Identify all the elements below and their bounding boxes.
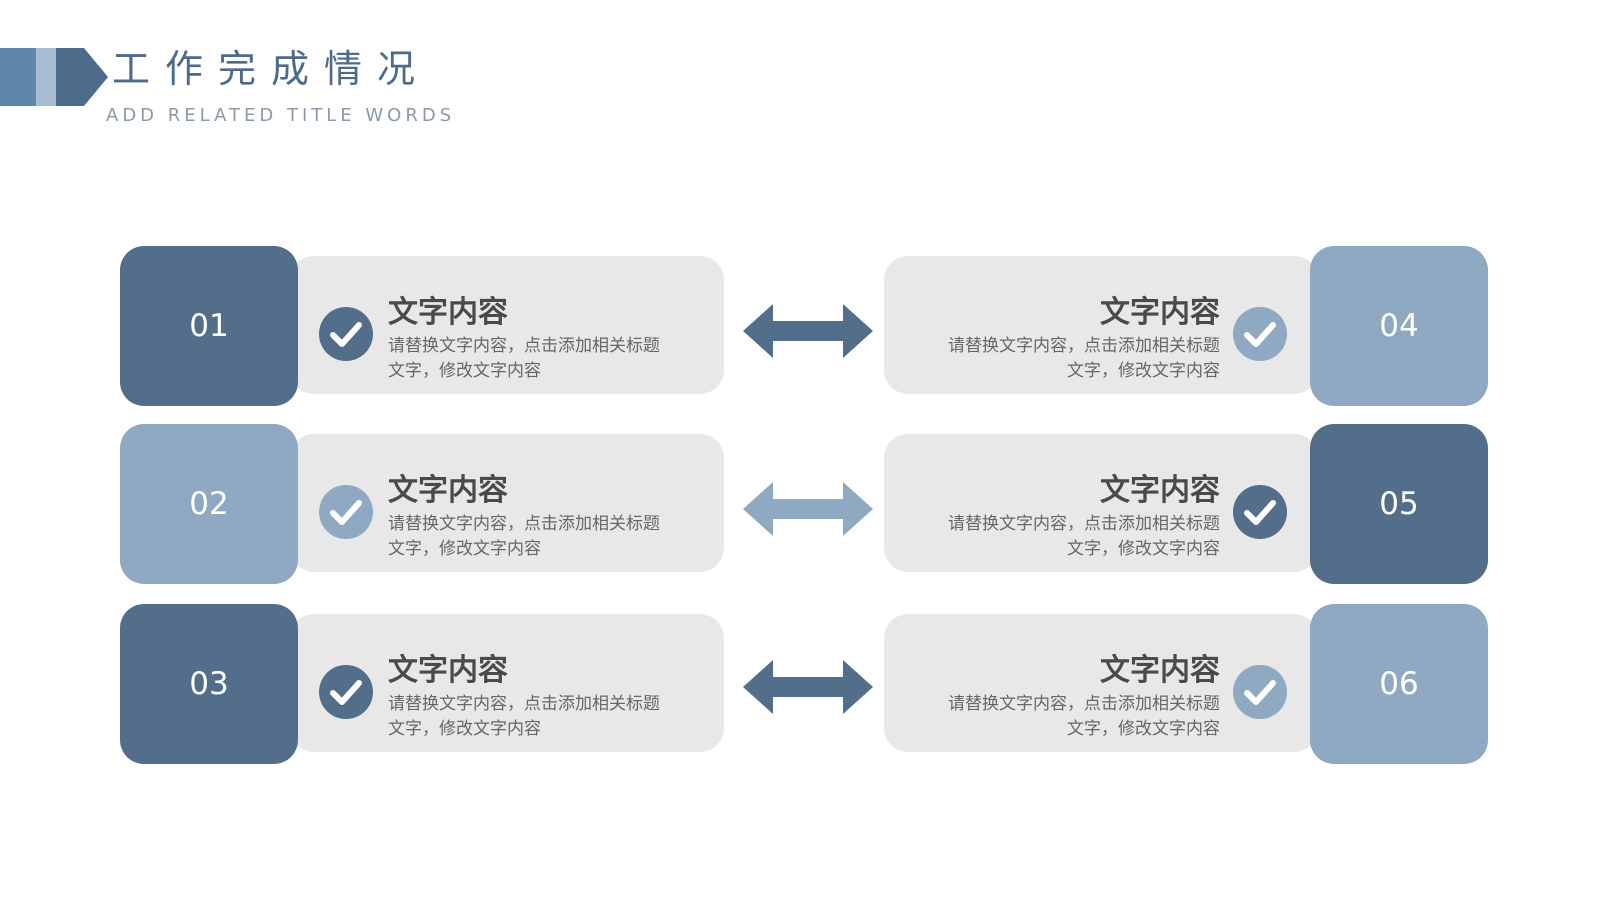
card-description-line: 请替换文字内容，点击添加相关标题 bbox=[388, 514, 660, 534]
number-badge: 04 bbox=[1310, 246, 1488, 406]
check-circle-icon bbox=[319, 485, 373, 539]
card-description-line: 文字，修改文字内容 bbox=[1067, 719, 1220, 739]
page-subtitle: ADD RELATED TITLE WORDS bbox=[106, 105, 456, 126]
card-description-line: 文字，修改文字内容 bbox=[388, 539, 541, 559]
card-description-line: 文字，修改文字内容 bbox=[1067, 361, 1220, 381]
check-circle-icon bbox=[319, 665, 373, 719]
check-circle-icon bbox=[319, 307, 373, 361]
card-description: 请替换文字内容，点击添加相关标题 文字，修改文字内容 bbox=[388, 334, 688, 384]
card-description-line: 请替换文字内容，点击添加相关标题 bbox=[388, 336, 660, 356]
card-description-line: 请替换文字内容，点击添加相关标题 bbox=[948, 514, 1220, 534]
card-description: 请替换文字内容，点击添加相关标题 文字，修改文字内容 bbox=[388, 692, 688, 742]
title-decoration-icon bbox=[0, 48, 108, 106]
card-title: 文字内容 bbox=[388, 295, 508, 330]
page-title: 工作完成情况 bbox=[112, 47, 431, 91]
double-arrow-icon bbox=[743, 660, 873, 714]
number-badge: 01 bbox=[120, 246, 298, 406]
card-description-line: 文字，修改文字内容 bbox=[1067, 539, 1220, 559]
card-description-line: 请替换文字内容，点击添加相关标题 bbox=[948, 336, 1220, 356]
number-badge: 05 bbox=[1310, 424, 1488, 584]
double-arrow-icon bbox=[743, 304, 873, 358]
card-description-line: 请替换文字内容，点击添加相关标题 bbox=[948, 694, 1220, 714]
card-title: 文字内容 bbox=[1100, 295, 1220, 330]
card-description-line: 请替换文字内容，点击添加相关标题 bbox=[388, 694, 660, 714]
number-badge: 06 bbox=[1310, 604, 1488, 764]
card-description: 请替换文字内容，点击添加相关标题 文字，修改文字内容 bbox=[920, 692, 1220, 742]
check-circle-icon bbox=[1233, 485, 1287, 539]
card-description: 请替换文字内容，点击添加相关标题 文字，修改文字内容 bbox=[920, 512, 1220, 562]
card-title: 文字内容 bbox=[1100, 653, 1220, 688]
check-circle-icon bbox=[1233, 307, 1287, 361]
card-description: 请替换文字内容，点击添加相关标题 文字，修改文字内容 bbox=[388, 512, 688, 562]
double-arrow-icon bbox=[743, 482, 873, 536]
card-title: 文字内容 bbox=[1100, 473, 1220, 508]
number-badge: 03 bbox=[120, 604, 298, 764]
card-description: 请替换文字内容，点击添加相关标题 文字，修改文字内容 bbox=[920, 334, 1220, 384]
check-circle-icon bbox=[1233, 665, 1287, 719]
card-description-line: 文字，修改文字内容 bbox=[388, 719, 541, 739]
card-title: 文字内容 bbox=[388, 473, 508, 508]
card-description-line: 文字，修改文字内容 bbox=[388, 361, 541, 381]
number-badge: 02 bbox=[120, 424, 298, 584]
card-title: 文字内容 bbox=[388, 653, 508, 688]
